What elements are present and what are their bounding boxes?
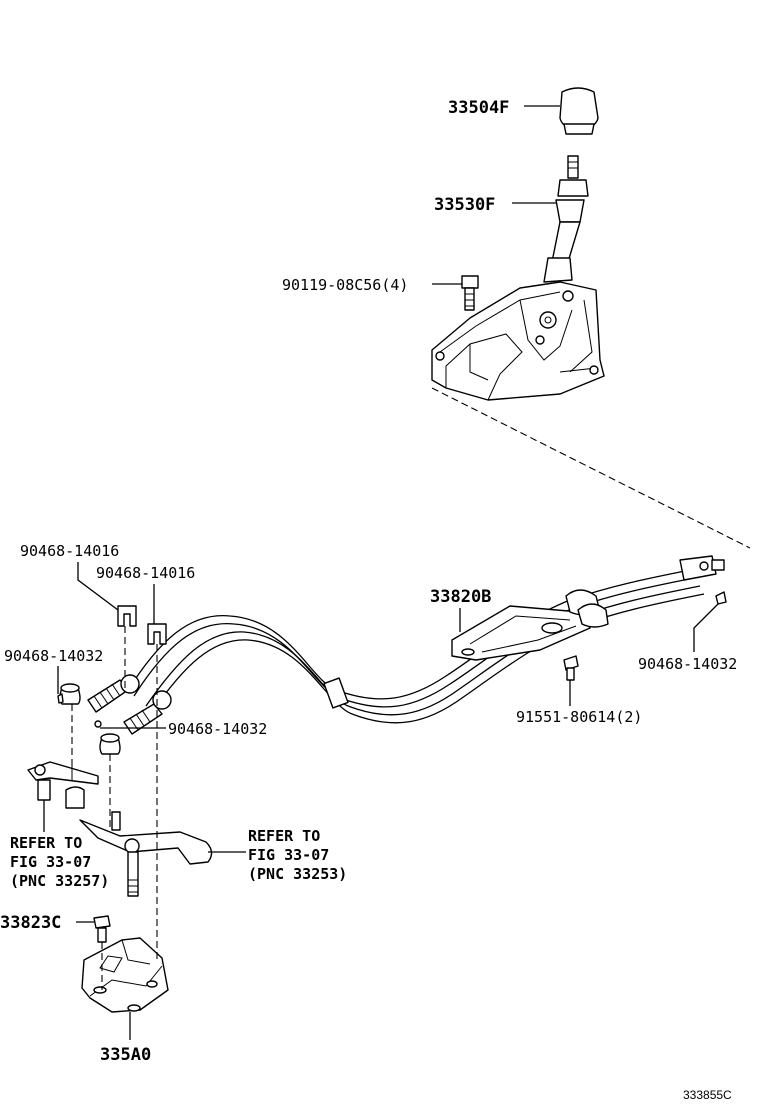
- label-33823C: 33823C: [0, 913, 61, 933]
- bracket-335A0: [81, 937, 169, 1013]
- label-90119: 90119-08C56(4): [282, 276, 408, 294]
- label-335A0: 335A0: [100, 1045, 151, 1065]
- clip-90468-14016-a: [117, 605, 137, 627]
- leader-lines: [43, 105, 719, 1040]
- shift-lever: [543, 155, 589, 283]
- control-cable: [57, 555, 727, 755]
- refer-left-line3: (PNC 33257): [10, 872, 109, 890]
- bolt-33823C: [93, 915, 111, 943]
- bolt-90119: [461, 275, 479, 311]
- label-90468-14016-a: 90468-14016: [20, 542, 119, 560]
- bolt-91551: [563, 655, 579, 681]
- figure-code: 333855C: [683, 1088, 732, 1102]
- label-90468-14032-left: 90468-14032: [4, 647, 103, 665]
- refer-left-line1: REFER TO: [10, 834, 82, 852]
- label-90468-14016-b: 90468-14016: [96, 564, 195, 582]
- lever-33257: [27, 761, 99, 801]
- label-90468-14032-right: 90468-14032: [638, 655, 737, 673]
- label-33530F: 33530F: [434, 195, 495, 215]
- refer-left-line2: FIG 33-07: [10, 853, 91, 871]
- shift-housing: [431, 281, 605, 401]
- label-90468-14032-mid: 90468-14032: [168, 720, 267, 738]
- refer-right-line1: REFER TO: [248, 827, 320, 845]
- clip-90468-14016-b: [147, 623, 167, 645]
- label-33820B: 33820B: [430, 587, 491, 607]
- refer-right-line2: FIG 33-07: [248, 846, 329, 864]
- housing-dash-line: [431, 387, 751, 549]
- label-91551: 91551-80614(2): [516, 708, 642, 726]
- label-33504F: 33504F: [448, 98, 509, 118]
- shift-knob: [559, 87, 599, 135]
- cable-end-left-b: [123, 690, 172, 735]
- cable-end-left-a: [87, 674, 140, 713]
- lever-33253: [65, 786, 213, 897]
- refer-right-line3: (PNC 33253): [248, 865, 347, 883]
